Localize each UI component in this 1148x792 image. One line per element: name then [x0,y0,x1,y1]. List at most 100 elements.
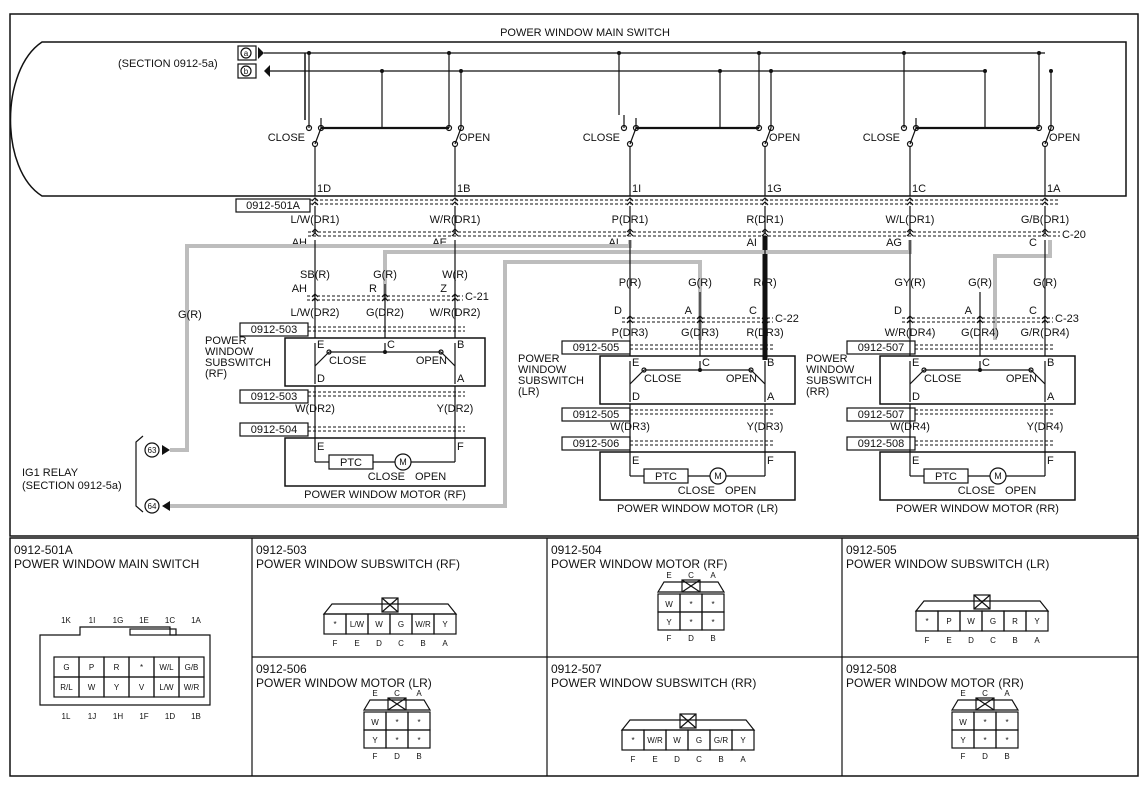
sub-label: SUBSWITCH [518,375,584,387]
cell-text: * [689,600,692,609]
motor-conn-tag: 0912-506 [573,438,620,450]
main-pin-label: 1B [457,183,470,195]
grid-top [950,699,1020,711]
svg-text:IG1 RELAY: IG1 RELAY [22,467,79,479]
pin-label: 1K [61,616,71,625]
pin-label: B [1012,636,1017,645]
sub-blade [629,369,645,385]
c20-chevron [1041,228,1049,233]
c-pin-label: C [1029,305,1037,317]
section-ref: (SECTION 0912-5a) [118,58,218,70]
pin-label: 1L [62,712,71,721]
pin-label: D [982,752,988,761]
switch-blade [629,127,637,145]
bus-junction [718,69,722,73]
c-pin-label: A [965,305,973,317]
c-label: C-22 [775,313,799,325]
switch-close-label: CLOSE [863,132,900,144]
conn-name: POWER WINDOW MOTOR (RR) [846,676,1024,690]
latch-x [679,713,697,729]
pin-label: E [946,636,951,645]
switch-pivot [761,140,769,148]
dr1-wire-label: P(DR1) [612,214,649,226]
c-chevron-2 [311,297,319,302]
sub-contact [921,367,927,373]
motor-open: OPEN [1005,485,1036,497]
cell-text: G [990,617,996,626]
cell-text: W [371,718,379,727]
switch-open-label: OPEN [459,132,490,144]
switch-pivot [906,140,914,148]
motor-m: M [399,457,407,467]
main-switch-pins: 1DL/W(DR1)AH1BW/R(DR1)AE1IP(DR1)AL1GR(DR… [291,183,1069,360]
bus-junction [1049,69,1053,73]
conn-id: 0912-507 [551,662,602,676]
strip-latch [381,597,399,613]
sub-label: POWER [518,353,560,365]
bottom-wire-label: Y(DR3) [747,421,784,433]
main-switch-title: POWER WINDOW MAIN SWITCH [500,27,670,39]
cell-text: * [1005,736,1008,745]
pin-label: A [1004,689,1010,698]
sub-blade [440,351,456,367]
sub-conn-tag-box [846,340,916,355]
cell-text: G [398,620,404,629]
motor-pin: F [767,455,774,467]
c-pin-label: D [614,305,622,317]
sub-label: (LR) [518,386,539,398]
cell-text: * [395,718,398,727]
c-chevron [696,315,704,320]
cell-text: W [88,683,96,692]
cell-text: V [139,683,145,692]
pin-label: A [710,571,716,580]
cell-text: * [983,718,986,727]
cell [407,729,431,749]
sub-contact [438,349,444,355]
pin-label: C [394,689,400,698]
c20-pin-label: C [1029,237,1037,249]
sub-label: WINDOW [205,346,254,358]
pin-label: 1I [89,616,96,625]
motor-conn-tag: 0912-504 [251,424,298,436]
connector-panel [9,537,1139,777]
sub-blade [909,369,925,385]
cell-text: G [63,663,69,672]
pin-label: C [398,639,404,648]
cell-text: * [631,736,634,745]
c-chevron-2 [761,319,769,324]
bottom-wire-label: Y(DR4) [1027,421,1064,433]
cell [731,729,755,751]
ptc-label: PTC [340,457,362,469]
bus-junction [617,51,621,55]
c-pin-label: Z [440,283,447,295]
sub-conn2-tag: 0912-507 [858,409,905,421]
bus-junction [769,69,773,73]
ptc-label: PTC [655,471,677,483]
sub-label: POWER [806,353,848,365]
motor-pin: F [457,441,464,453]
c20-chevron-2 [761,232,769,237]
cell-text: * [711,618,714,627]
switch-open-label: OPEN [1049,132,1080,144]
sub-pin: C [982,357,990,369]
motor-pin: F [1047,455,1054,467]
subswitch-box [599,355,796,405]
main-switch-box [9,41,1127,197]
conn-name: POWER WINDOW MOTOR (LR) [256,676,432,690]
cell-text: * [417,736,420,745]
switch-blade [454,127,462,145]
bus-junction [1037,51,1041,55]
c-pin-label: D [894,305,902,317]
bottom-wire-label: W(DR3) [610,421,650,433]
cell-text: W/R [184,683,200,692]
top-wire-label: G(R) [373,269,397,281]
cell-text: G/R [714,736,728,745]
main-pin-label: 1D [317,183,331,195]
c-chevron [381,293,389,298]
dr1-wire-label: R(DR1) [746,214,783,226]
diagram-frame [9,13,1139,537]
